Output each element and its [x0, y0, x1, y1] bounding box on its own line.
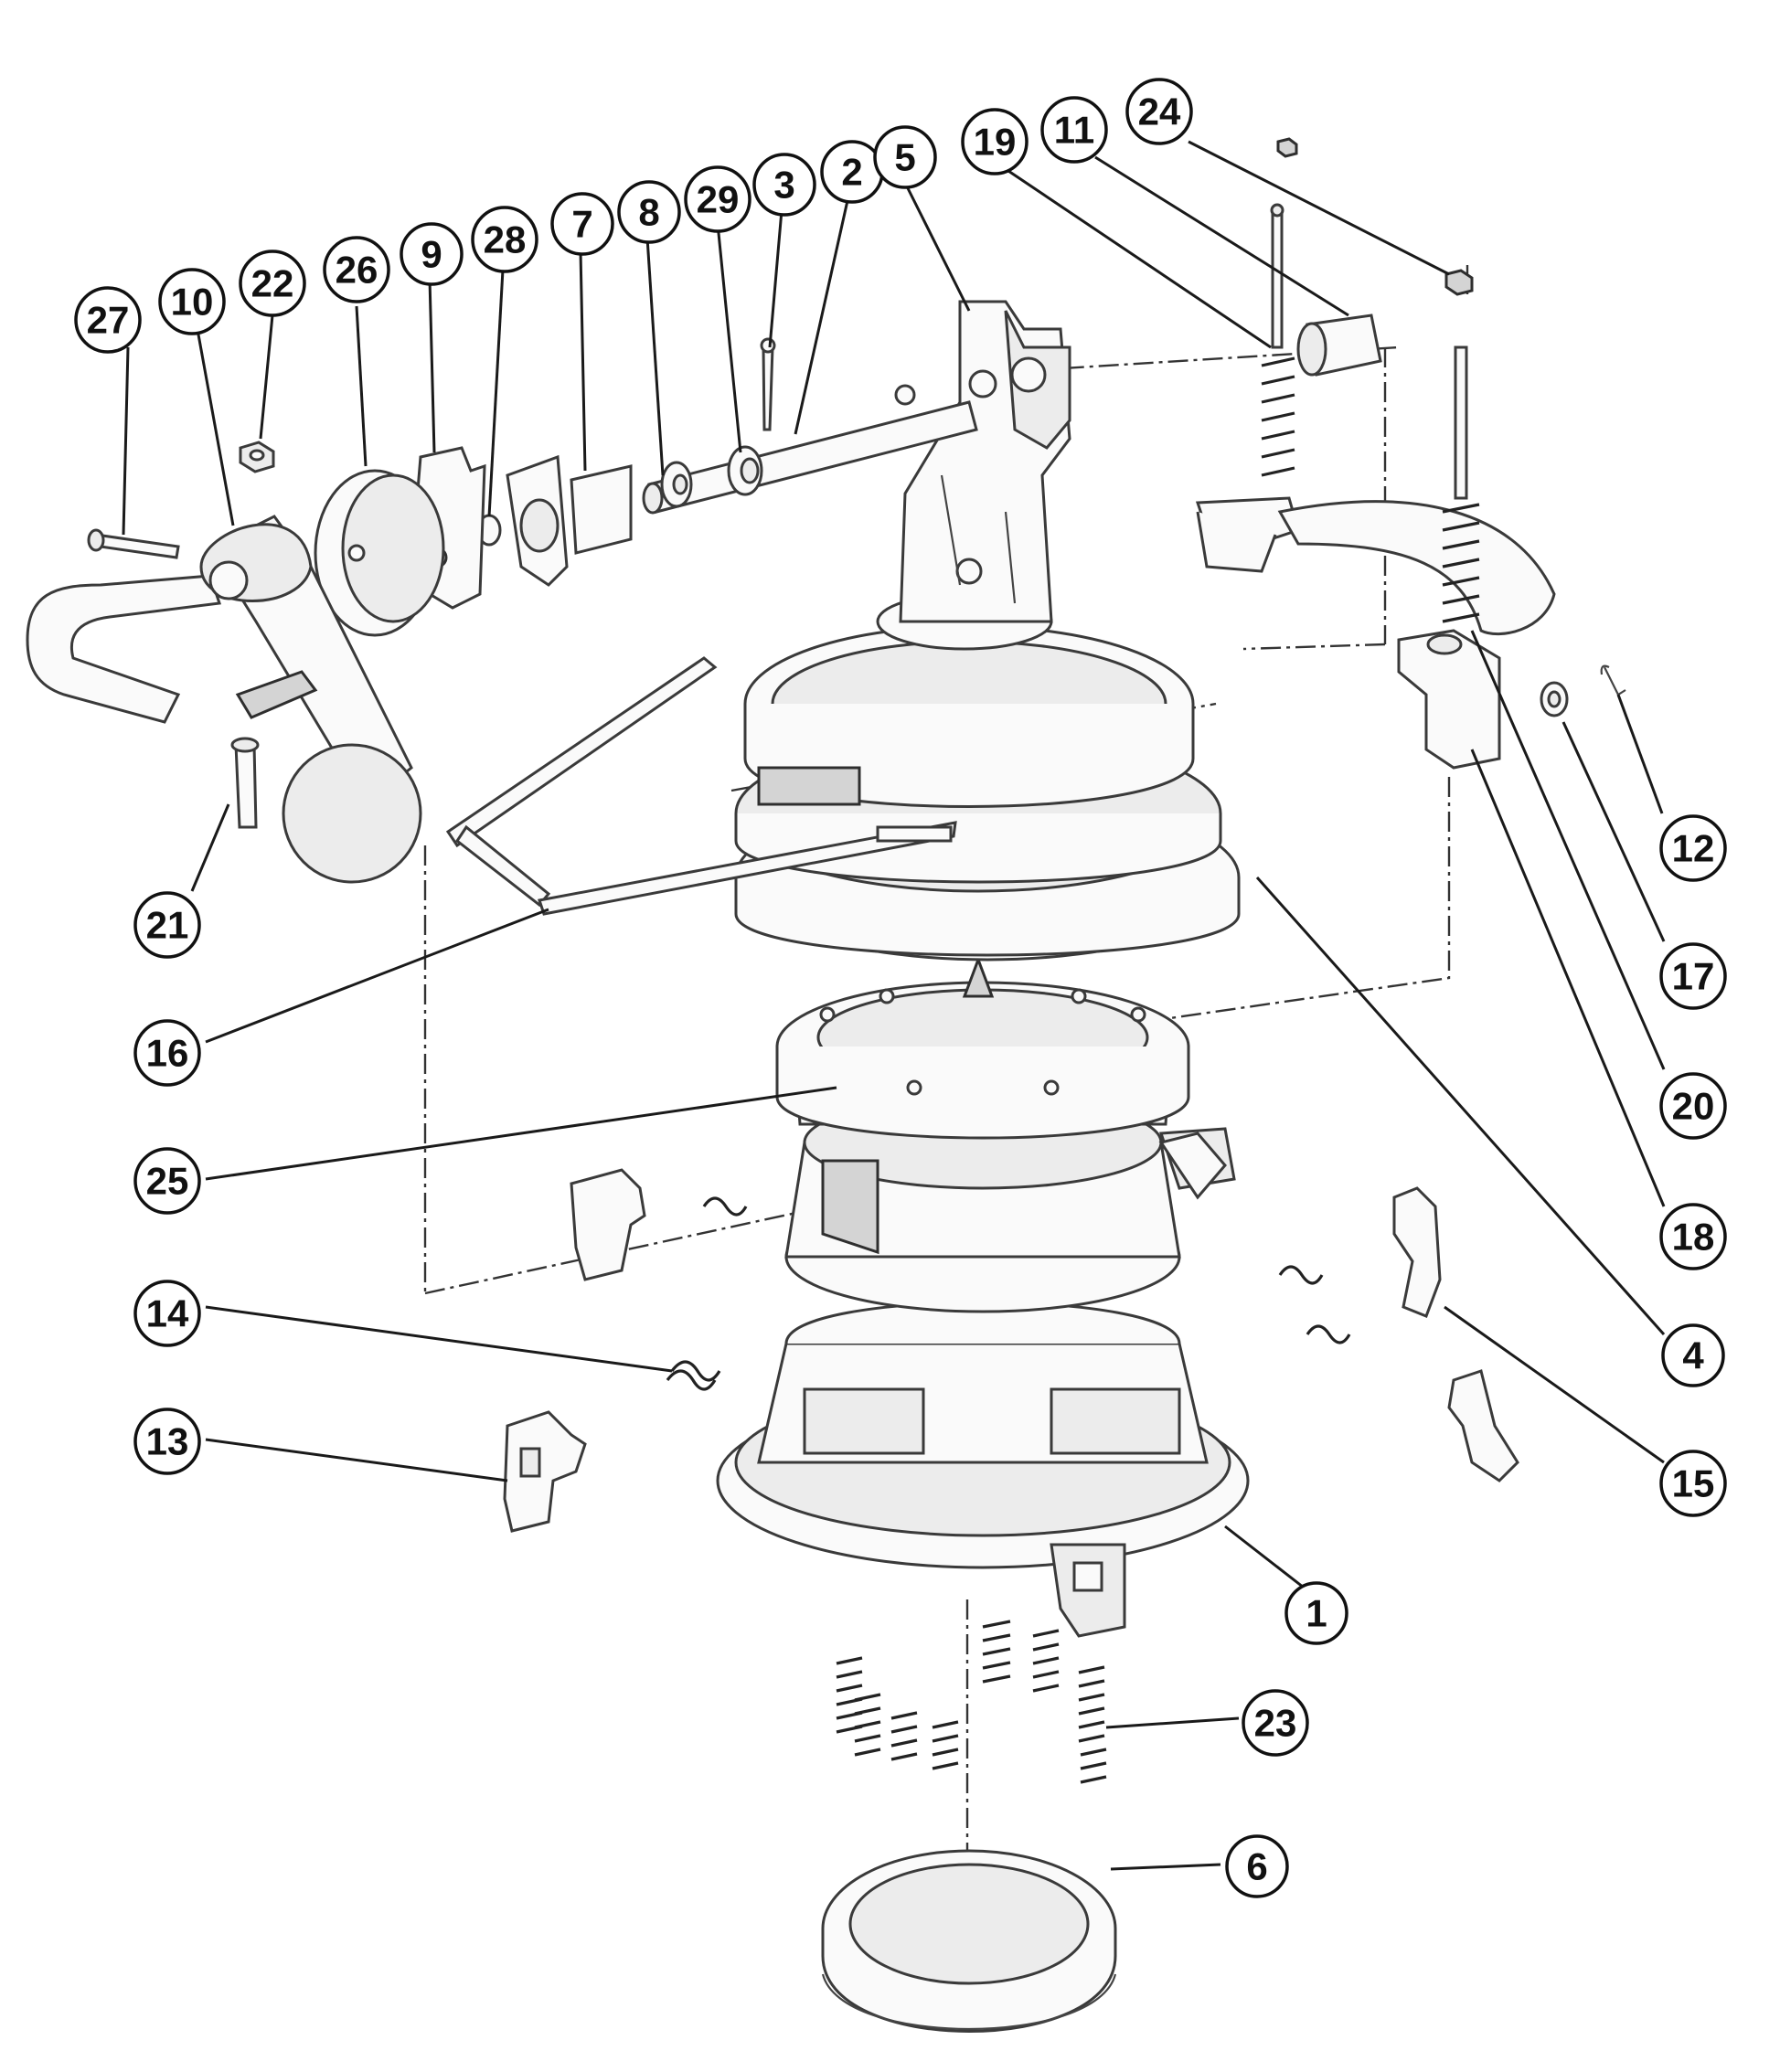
svg-text:28: 28 [484, 218, 527, 261]
callout-8: 8 [617, 180, 681, 244]
svg-text:17: 17 [1672, 955, 1715, 998]
callout-24: 24 [1125, 78, 1193, 145]
callout-10: 10 [158, 268, 226, 335]
part-4-top-drum [734, 624, 1241, 962]
svg-text:3: 3 [773, 164, 794, 207]
svg-text:25: 25 [146, 1160, 189, 1203]
part-17-washer [1540, 681, 1569, 717]
svg-text:29: 29 [697, 178, 740, 221]
part-15-latches [1158, 1132, 1519, 1482]
part-14-springs [666, 1196, 1351, 1391]
part-21-bolt [230, 737, 260, 829]
part-8-washer [660, 461, 693, 508]
part-5-upright-bracket [876, 300, 1071, 651]
callout-13: 13 [133, 1408, 201, 1475]
callout-28: 28 [471, 206, 538, 273]
callout-7: 7 [550, 192, 614, 256]
callout-14: 14 [133, 1280, 201, 1347]
svg-text:22: 22 [251, 262, 294, 305]
svg-text:16: 16 [146, 1032, 189, 1075]
svg-text:8: 8 [638, 191, 659, 234]
callout-5: 5 [873, 125, 937, 189]
callout-3: 3 [752, 153, 816, 217]
part-26-disc [314, 469, 445, 637]
leader-lines [122, 140, 1666, 1871]
part-20-spring-rod [1442, 345, 1480, 623]
part-16-rod [445, 656, 957, 916]
arc-bracket [1195, 496, 1556, 636]
callout-2: 2 [820, 140, 884, 204]
callout-4: 4 [1661, 1323, 1725, 1387]
svg-text:24: 24 [1138, 90, 1181, 133]
svg-text:14: 14 [146, 1292, 189, 1335]
svg-text:15: 15 [1672, 1462, 1715, 1505]
callout-29: 29 [684, 165, 751, 233]
callout-12: 12 [1659, 814, 1727, 882]
part-27-bolt [87, 528, 180, 559]
svg-text:9: 9 [421, 233, 442, 276]
callout-16: 16 [133, 1019, 201, 1087]
part-1-base-housing [716, 1301, 1250, 1638]
callout-21: 21 [133, 891, 201, 959]
part-10-lever-arm [26, 515, 422, 884]
latch-left-upper [570, 1168, 646, 1281]
svg-text:2: 2 [841, 151, 862, 194]
part-24-nut [1276, 137, 1474, 296]
part-12-clip [1600, 664, 1626, 696]
svg-text:11: 11 [1054, 109, 1094, 152]
svg-text:18: 18 [1672, 1216, 1715, 1259]
callout-18: 18 [1659, 1203, 1727, 1270]
callout-11: 11 [1040, 96, 1108, 164]
svg-text:26: 26 [336, 249, 378, 292]
svg-text:4: 4 [1682, 1334, 1704, 1377]
svg-text:27: 27 [87, 299, 130, 342]
svg-text:5: 5 [894, 136, 915, 179]
part-19-spring-rod [1261, 203, 1295, 477]
svg-text:23: 23 [1254, 1702, 1297, 1745]
part-6-bottom-ring [821, 1849, 1117, 2033]
callout-1: 1 [1284, 1581, 1348, 1645]
part-23-springs [836, 1620, 1107, 1784]
svg-text:6: 6 [1246, 1845, 1267, 1888]
callout-25: 25 [133, 1147, 201, 1215]
callout-19: 19 [961, 108, 1029, 175]
svg-text:7: 7 [571, 203, 592, 246]
part-3-pin [760, 337, 776, 431]
callouts: 1 2 3 4 5 6 7 8 9 10 11 12 13 14 15 16 1… [74, 78, 1727, 1898]
callout-15: 15 [1659, 1450, 1727, 1517]
svg-text:13: 13 [146, 1420, 189, 1463]
part-7-spring-housing [506, 454, 633, 587]
svg-text:20: 20 [1672, 1085, 1715, 1128]
part-11-bushing [1296, 313, 1382, 377]
svg-text:19: 19 [974, 121, 1017, 164]
callout-6: 6 [1225, 1834, 1289, 1898]
callout-22: 22 [239, 250, 306, 317]
part-22-nut [239, 441, 275, 473]
callout-27: 27 [74, 286, 142, 354]
svg-text:1: 1 [1306, 1592, 1327, 1635]
svg-text:12: 12 [1672, 827, 1715, 870]
callout-9: 9 [400, 222, 464, 286]
ring-25-bolt-holes [819, 988, 1146, 1096]
part-13-latch [503, 1410, 587, 1533]
callout-17: 17 [1659, 942, 1727, 1010]
svg-text:10: 10 [171, 281, 214, 324]
callout-20: 20 [1659, 1072, 1727, 1140]
callout-26: 26 [323, 236, 390, 303]
part-25-ring [775, 955, 1190, 1140]
svg-text:21: 21 [146, 904, 189, 947]
part-18-block [1397, 629, 1501, 770]
callout-23: 23 [1242, 1689, 1309, 1757]
part-29-collar [727, 445, 763, 496]
